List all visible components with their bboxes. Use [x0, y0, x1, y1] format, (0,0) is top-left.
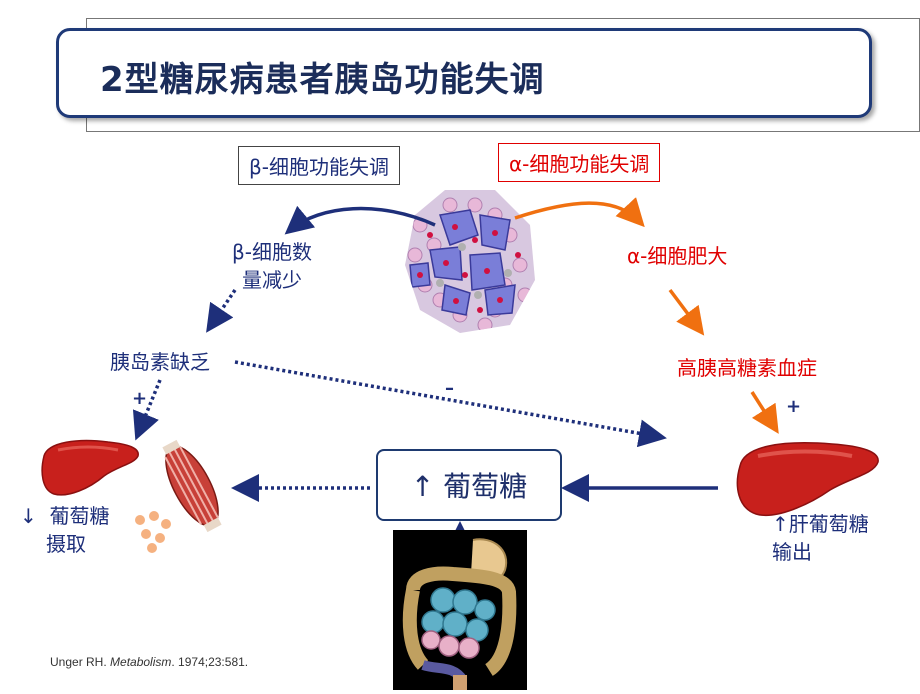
title-box — [56, 28, 872, 118]
citation-journal: Metabolism — [110, 655, 172, 669]
glucose-uptake-label: ↓ 葡萄糖 摄取 — [20, 502, 109, 558]
fat-cells-icon — [135, 511, 171, 553]
hepatic-output-label: ↑肝葡萄糖 输出 — [772, 510, 869, 566]
liver-icon — [41, 439, 139, 496]
beta-cell-dysfunction-box: β-细胞功能失调 — [238, 146, 400, 185]
beta-cell-decrease-label: β-细胞数 量减少 — [232, 238, 312, 294]
alpha-cell-dysfunction-box: α-细胞功能失调 — [498, 143, 661, 182]
glucose-box: ↑ 葡萄糖 — [376, 449, 562, 521]
arrow-islet-to-beta-decrease — [284, 205, 436, 235]
muscle-icon — [162, 439, 222, 533]
arrow-hyperglucagonemia-to-liver — [750, 391, 779, 434]
plus-sign-left: + — [132, 388, 148, 409]
beta-decrease-line2: 量减少 — [241, 268, 302, 292]
intestine-image — [393, 530, 527, 690]
hyperglucagonemia-label: 高胰高糖素血症 — [677, 356, 817, 380]
hepatic-output-line2: 输出 — [772, 540, 812, 564]
citation: Unger RH. Metabolism. 1974;23:581. — [50, 655, 248, 669]
arrow-islet-to-alpha-hypertrophy — [514, 197, 645, 228]
beta-decrease-line1: β-细胞数 — [232, 240, 312, 264]
uptake-line1: ↓ 葡萄糖 — [20, 504, 110, 528]
citation-author: Unger RH. — [50, 655, 111, 669]
arrow-insulin-to-right-liver — [234, 360, 667, 448]
uptake-line2: 摄取 — [46, 532, 86, 556]
hepatic-output-line1: ↑肝葡萄糖 — [772, 512, 869, 536]
liver-icon-right — [736, 442, 879, 516]
plus-sign-right: + — [786, 396, 802, 417]
page-title: 2型糖尿病患者胰岛功能失调 — [100, 60, 545, 100]
intestine-drawing — [402, 538, 517, 690]
arrow-beta-to-insulin — [206, 289, 237, 333]
citation-details: . 1974;23:581. — [171, 655, 249, 669]
arrow-alpha-to-hyperglucagonemia — [668, 288, 705, 336]
minus-sign: – — [445, 378, 454, 399]
islet-image — [405, 190, 535, 333]
insulin-deficiency-label: 胰岛素缺乏 — [110, 350, 210, 374]
alpha-hypertrophy-label: α-细胞肥大 — [627, 244, 728, 268]
arrow-insulin-to-left-organs — [132, 379, 162, 441]
